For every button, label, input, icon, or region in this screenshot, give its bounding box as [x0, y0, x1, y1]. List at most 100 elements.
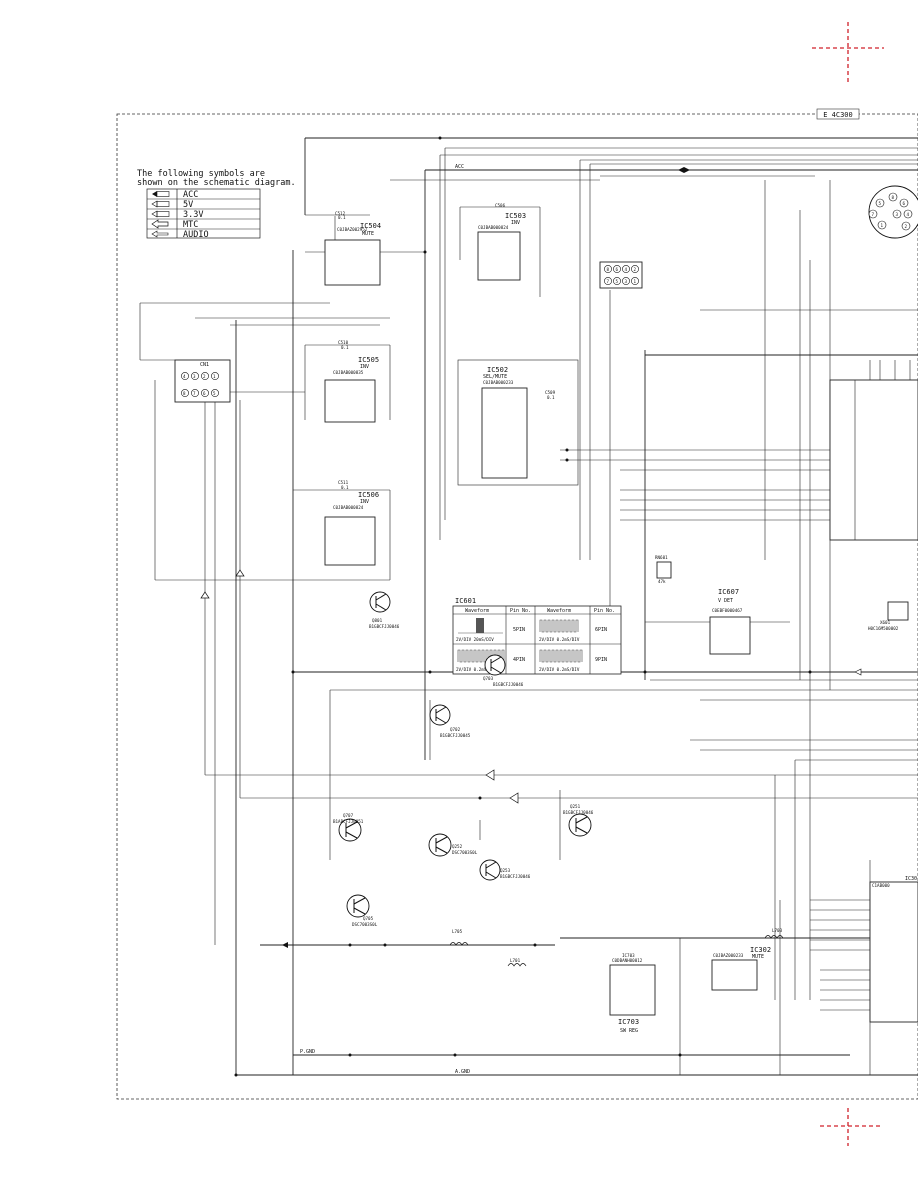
ic302-block: IC302 MUTE C0JBAZ000233	[711, 946, 771, 991]
svg-text:5: 5	[616, 279, 619, 284]
legend-label-mtc: MTC	[183, 220, 198, 230]
ic302-part: C0JBAZ000233	[713, 953, 744, 958]
legend-title-line1: The following symbols are	[137, 169, 265, 179]
audio-arrow-icon	[151, 230, 169, 238]
pin-6-label: 6PIN	[595, 627, 607, 633]
svg-text:0.1: 0.1	[338, 215, 346, 220]
ic506-part: C0JBAB000824	[333, 505, 364, 510]
svg-text:3: 3	[625, 279, 628, 284]
waveform-pin6	[539, 619, 579, 633]
pin-4-label: 4PIN	[513, 657, 525, 663]
svg-text:C512: C512	[335, 211, 346, 216]
svg-text:5: 5	[213, 391, 216, 396]
legend-label-5v: 5V	[183, 200, 193, 210]
svg-text:47k: 47k	[658, 579, 666, 584]
svg-text:Q253: Q253	[500, 868, 511, 873]
svg-text:B1ABCFJJ0051: B1ABCFJJ0051	[333, 819, 364, 824]
legend-label-audio: AUDIO	[183, 230, 209, 240]
x601-crystal: X601 H0C16M500002	[868, 601, 909, 631]
svg-text:2V/DIV 0.2mS/DIV: 2V/DIV 0.2mS/DIV	[539, 637, 580, 642]
ic505-name: IC505	[358, 356, 379, 364]
transistor-q707: Q707 B1ABCFJJ0051	[333, 813, 364, 842]
svg-text:Q251: Q251	[570, 804, 581, 809]
ic503-part: C0JBAB000824	[478, 225, 509, 230]
ic504-part-label: C0JBAZ002952	[337, 227, 368, 232]
ic502-func: SEL/MUTE	[483, 374, 507, 380]
ic607-func: V DET	[718, 598, 733, 604]
ic506-block: IC506 INV C0JBAB000824 C511 0.1	[293, 480, 391, 580]
signal-arrows	[200, 167, 862, 948]
ic302-func: MUTE	[752, 954, 764, 960]
waveform-table-title: IC601	[455, 597, 476, 605]
transistor-q251: Q251 B1GBCFJJ0046	[563, 804, 594, 837]
svg-text:6: 6	[616, 267, 619, 272]
ic607-name: IC607	[718, 588, 739, 596]
svg-text:1: 1	[881, 223, 884, 228]
ic502-name: IC502	[487, 366, 508, 374]
svg-text:X601: X601	[880, 620, 891, 625]
ic302-name: IC302	[750, 946, 771, 954]
ic505-part: C0JBAB000835	[333, 370, 364, 375]
ic601-mcu-block	[829, 360, 918, 541]
5v-arrow-icon	[151, 200, 170, 208]
wiring	[139, 137, 918, 1076]
rn601-block: RN601 47k	[655, 555, 672, 584]
ic504-name: IC504	[360, 222, 381, 230]
pin-header-2: Pin No.	[594, 608, 615, 614]
svg-text:5: 5	[879, 201, 882, 206]
svg-text:L701: L701	[510, 958, 521, 963]
connector-cn1: CN1 4 3 2 1 8 7 6 5	[174, 359, 231, 403]
legend-title-line2: shown on the schematic diagram.	[137, 178, 296, 188]
svg-text:B1GBCFJJ0046: B1GBCFJJ0046	[500, 874, 531, 879]
mtc-arrow-icon	[151, 219, 169, 229]
ic503-func: INV	[511, 220, 520, 226]
svg-text:8: 8	[607, 267, 610, 272]
svg-text:1: 1	[634, 279, 637, 284]
pin-9-label: 9PIN	[595, 657, 607, 663]
svg-text:B1GBCFJJ0045: B1GBCFJJ0045	[440, 733, 471, 738]
svg-text:Q702: Q702	[450, 727, 461, 732]
ic607-part: C0EBF0000467	[712, 608, 743, 613]
svg-text:B1GBCFJJ0046: B1GBCFJJ0046	[563, 810, 594, 815]
svg-text:B1GBCFJJ0046: B1GBCFJJ0046	[493, 682, 524, 687]
svg-text:DSC7003S0L: DSC7003S0L	[352, 922, 378, 927]
crop-marks	[812, 22, 884, 1146]
ic607-block: IC607 V DET C0EBF0000467	[645, 588, 790, 655]
svg-text:8: 8	[183, 391, 186, 396]
sheet-ref-box	[816, 108, 860, 120]
svg-text:7: 7	[607, 279, 610, 284]
symbol-legend: The following symbols are shown on the s…	[137, 169, 296, 240]
connector-cn2: 8 6 4 2 7 5 3 1	[599, 261, 643, 289]
svg-text:6: 6	[203, 391, 206, 396]
ic703-ref: IC703	[622, 953, 635, 958]
ic301-name: IC30	[905, 876, 917, 882]
svg-text:7: 7	[872, 212, 875, 217]
svg-text:7: 7	[193, 391, 196, 396]
transistor-q705: Q705 DSC7003S0L	[346, 894, 378, 927]
waveform-header-1: Waveform	[465, 608, 489, 614]
pin-5-label: 5PIN	[513, 627, 525, 633]
legend-label-3v3: 3.3V	[183, 210, 203, 220]
p-gnd-label: P.GND	[300, 1049, 315, 1055]
svg-text:C506: C506	[495, 203, 506, 208]
svg-text:C511: C511	[338, 480, 349, 485]
svg-text:Q252: Q252	[452, 844, 463, 849]
svg-text:0.1: 0.1	[341, 485, 349, 490]
svg-text:2V/DIV 0.2mS/DIV: 2V/DIV 0.2mS/DIV	[539, 667, 580, 672]
svg-text:8: 8	[892, 195, 895, 200]
svg-text:4: 4	[183, 374, 186, 379]
ic301-block: IC30 C1AB000	[810, 876, 918, 1023]
svg-text:0.1: 0.1	[547, 395, 555, 400]
waveform-header-2: Waveform	[547, 608, 571, 614]
acc-rail-label: ACC	[455, 164, 464, 170]
legend-label-acc: ACC	[183, 190, 198, 200]
ic502-part: C0JBAB000233	[483, 380, 514, 385]
sheet-ref: E 4C300	[823, 111, 853, 119]
ic506-func: INV	[360, 499, 369, 505]
ic504-block: IC504 MUTE C0JBAZ002952 C512 0.1	[305, 211, 381, 286]
waveform-pin9	[539, 649, 583, 663]
transistor-q253: Q253 B1GBCFJJ0046	[479, 859, 531, 881]
svg-text:Q707: Q707	[343, 813, 354, 818]
svg-text:3: 3	[896, 212, 899, 217]
